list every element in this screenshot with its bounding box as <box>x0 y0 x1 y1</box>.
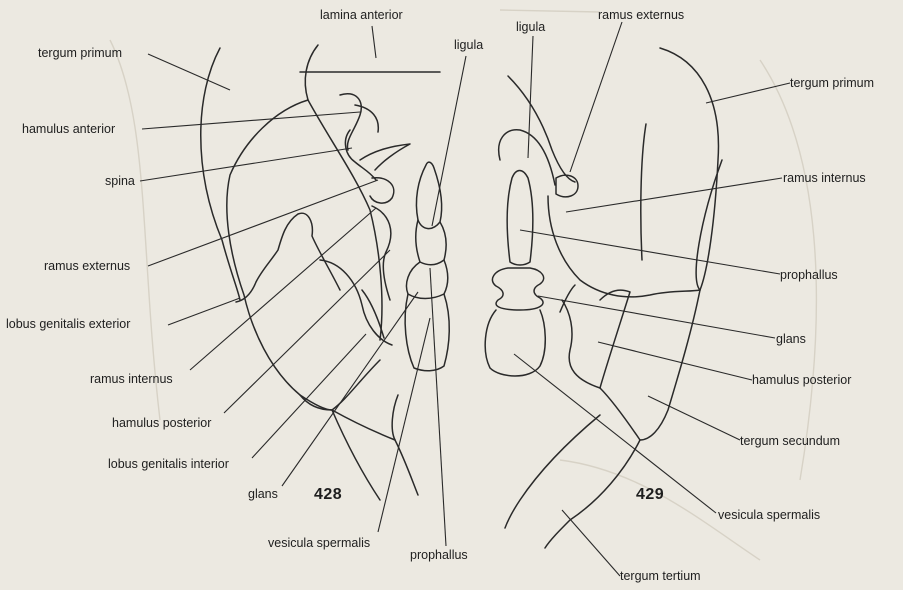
label-ligula-right: ligula <box>516 20 545 34</box>
label-hamulus-posterior-right: hamulus posterior <box>752 373 851 387</box>
label-hamulus-posterior-left: hamulus posterior <box>112 416 211 430</box>
figure-number-428: 428 <box>314 486 342 504</box>
figure-number-429: 429 <box>636 486 664 504</box>
left-spina <box>360 144 410 170</box>
right-prophallus <box>507 171 533 266</box>
label-tergum-tertium: tergum tertium <box>620 569 701 583</box>
right-glans <box>492 268 543 310</box>
label-tergum-secundum: tergum secundum <box>740 434 840 448</box>
right-tergum-primum-outline <box>660 48 718 290</box>
label-glans-left: glans <box>248 487 278 501</box>
label-vesicula-spermalis-right: vesicula spermalis <box>718 508 820 522</box>
label-lobus-genitalis-exterior: lobus genitalis exterior <box>6 317 130 331</box>
label-ramus-internus-right: ramus internus <box>783 171 866 185</box>
label-vesicula-spermalis-left: vesicula spermalis <box>268 536 370 550</box>
label-hamulus-anterior: hamulus anterior <box>22 122 115 136</box>
label-ramus-internus-left: ramus internus <box>90 372 173 386</box>
left-hamulus-anterior <box>340 94 361 150</box>
label-glans-right: glans <box>776 332 806 346</box>
label-lamina-anterior: lamina anterior <box>320 8 403 22</box>
left-capsule-outline <box>227 100 380 410</box>
label-prophallus-left: prophallus <box>410 548 468 562</box>
figure-429-drawing <box>485 48 722 548</box>
label-lobus-genitalis-interior: lobus genitalis interior <box>108 457 229 471</box>
background-texture <box>110 10 816 560</box>
right-ramus-externus <box>556 175 578 197</box>
label-tergum-primum-left: tergum primum <box>38 46 122 60</box>
right-vesicula-spermalis <box>485 310 545 376</box>
label-prophallus-right: prophallus <box>780 268 838 282</box>
leader-lines <box>140 22 790 576</box>
figure-428-drawing <box>201 45 450 500</box>
left-vesicula-spermalis <box>405 294 449 371</box>
label-ligula-left: ligula <box>454 38 483 52</box>
left-lobus-genitalis-exterior <box>236 213 340 302</box>
label-ramus-externus-left: ramus externus <box>44 259 130 273</box>
right-hamulus-posterior <box>600 290 630 388</box>
right-tergum-tertium <box>545 440 640 548</box>
label-spina: spina <box>105 174 135 188</box>
label-ramus-externus-right: ramus externus <box>598 8 684 22</box>
left-glans <box>407 260 448 299</box>
label-tergum-primum-right: tergum primum <box>790 76 874 90</box>
